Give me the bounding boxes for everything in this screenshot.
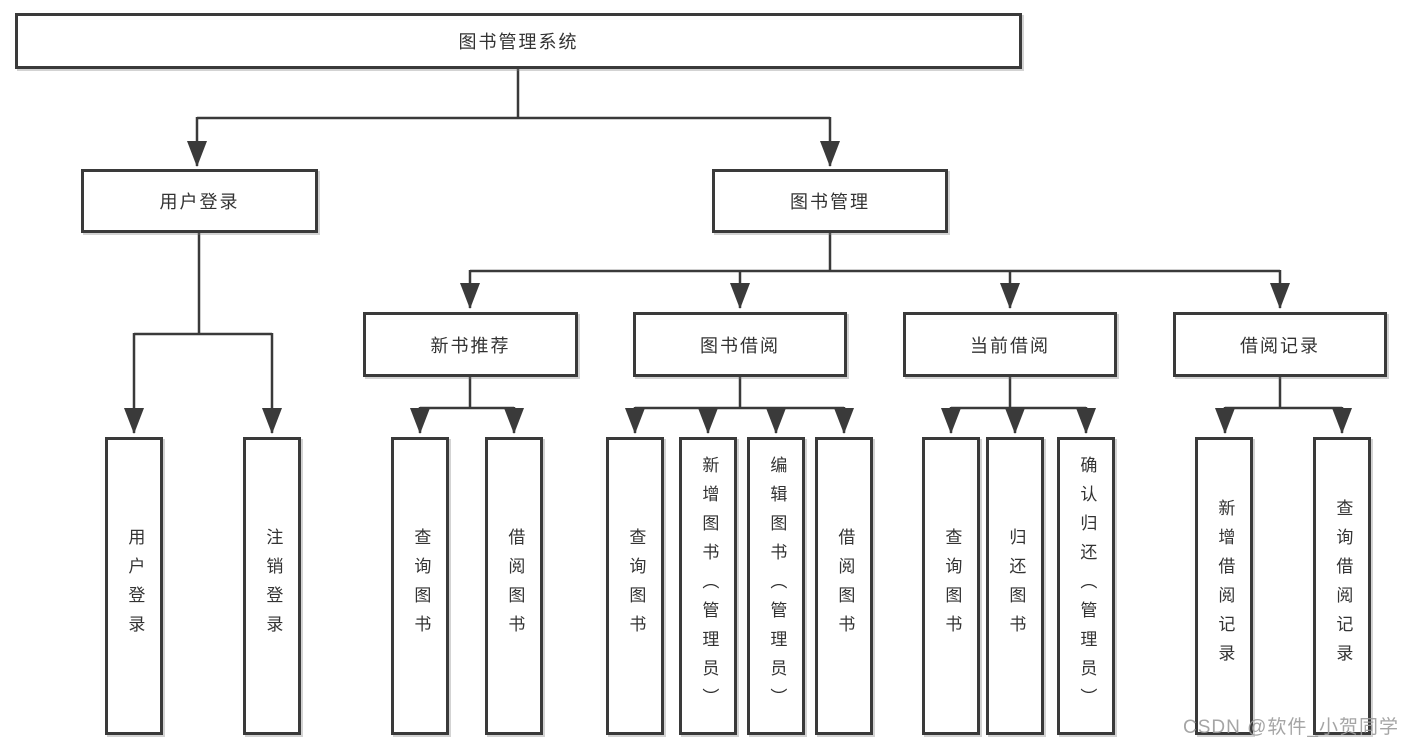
node-borrow-records: 借阅记录 bbox=[1173, 312, 1387, 377]
node-user-login: 用户登录 bbox=[81, 169, 318, 233]
node-book-borrow-label: 图书借阅 bbox=[700, 335, 780, 356]
leaf-bb-query-books-label: 查询图书 bbox=[626, 528, 646, 644]
node-root: 图书管理系统 bbox=[15, 13, 1022, 69]
node-new-book-recommend-label: 新书推荐 bbox=[430, 335, 511, 356]
leaf-logout-label: 注销登录 bbox=[263, 528, 283, 644]
leaf-logout: 注销登录 bbox=[243, 437, 301, 735]
leaf-nb-query-books: 查询图书 bbox=[391, 437, 449, 735]
leaf-cb-confirm-return-admin-label: 确认归还（管理员） bbox=[1077, 455, 1097, 717]
node-borrow-records-label: 借阅记录 bbox=[1240, 335, 1320, 356]
node-user-login-label: 用户登录 bbox=[159, 192, 240, 212]
csdn-watermark: CSDN @软件_小贺同学 bbox=[1183, 717, 1399, 738]
leaf-bb-add-books-admin: 新增图书（管理员） bbox=[679, 437, 737, 735]
leaf-bb-borrow-books: 借阅图书 bbox=[815, 437, 873, 735]
node-book-management: 图书管理 bbox=[712, 169, 948, 233]
leaf-nb-borrow-books: 借阅图书 bbox=[485, 437, 543, 735]
leaf-br-query-record: 查询借阅记录 bbox=[1313, 437, 1371, 735]
leaf-bb-edit-books-admin-label: 编辑图书（管理员） bbox=[767, 455, 787, 717]
node-book-management-label: 图书管理 bbox=[790, 192, 870, 212]
leaf-bb-borrow-books-label: 借阅图书 bbox=[835, 528, 855, 644]
leaf-bb-query-books: 查询图书 bbox=[606, 437, 664, 735]
leaf-br-add-record-label: 新增借阅记录 bbox=[1215, 499, 1235, 673]
leaf-bb-edit-books-admin: 编辑图书（管理员） bbox=[747, 437, 805, 735]
leaf-cb-query-books: 查询图书 bbox=[922, 437, 980, 735]
leaf-br-query-record-label: 查询借阅记录 bbox=[1333, 499, 1353, 673]
leaf-user-login: 用户登录 bbox=[105, 437, 163, 735]
leaf-bb-add-books-admin-label: 新增图书（管理员） bbox=[699, 455, 719, 717]
node-root-label: 图书管理系统 bbox=[458, 32, 579, 52]
leaf-cb-return-books-label: 归还图书 bbox=[1006, 528, 1026, 644]
node-current-borrow: 当前借阅 bbox=[903, 312, 1117, 377]
node-book-borrow: 图书借阅 bbox=[633, 312, 847, 377]
node-new-book-recommend: 新书推荐 bbox=[363, 312, 578, 377]
leaf-user-login-label: 用户登录 bbox=[125, 528, 145, 644]
leaf-cb-confirm-return-admin: 确认归还（管理员） bbox=[1057, 437, 1115, 735]
leaf-nb-query-books-label: 查询图书 bbox=[411, 528, 431, 644]
leaf-nb-borrow-books-label: 借阅图书 bbox=[505, 528, 525, 644]
leaf-cb-return-books: 归还图书 bbox=[986, 437, 1044, 735]
leaf-br-add-record: 新增借阅记录 bbox=[1195, 437, 1253, 735]
leaf-cb-query-books-label: 查询图书 bbox=[942, 528, 962, 644]
node-current-borrow-label: 当前借阅 bbox=[970, 335, 1050, 356]
